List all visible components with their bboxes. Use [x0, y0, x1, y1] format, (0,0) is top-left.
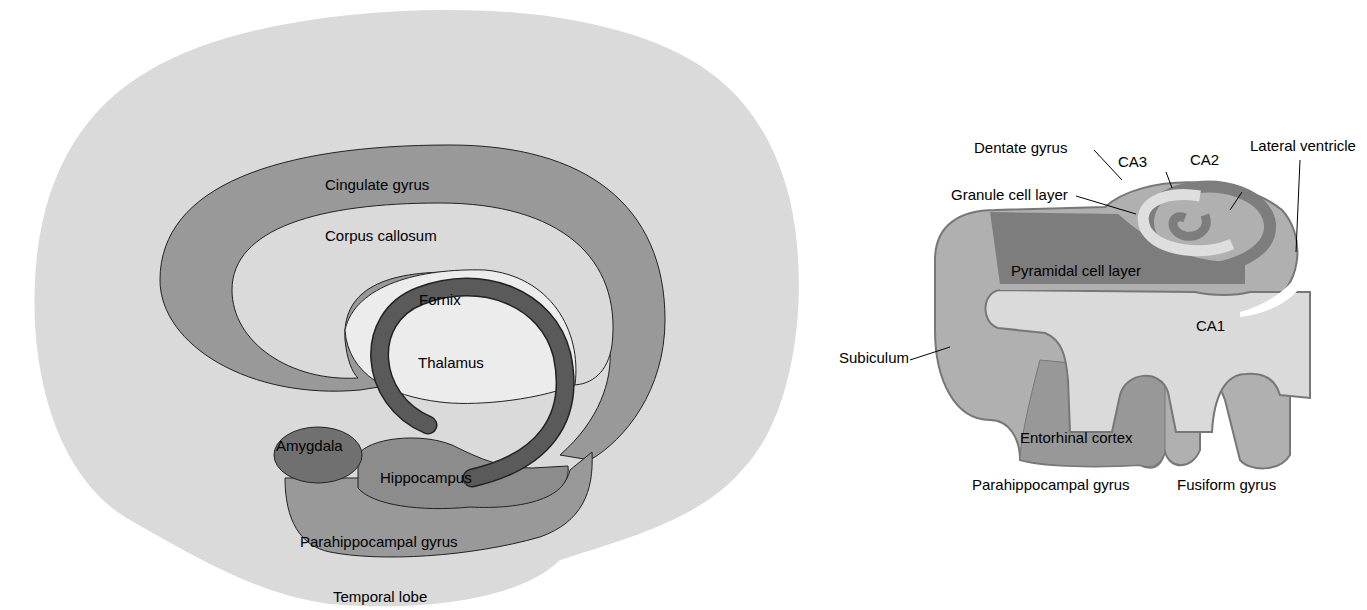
region-label: Lateral ventricle — [1250, 137, 1356, 155]
leader-line — [910, 347, 950, 360]
region-label: CA3 — [1118, 153, 1147, 171]
amygdala — [274, 427, 362, 483]
fornix-outline — [380, 287, 566, 478]
region-label: Hippocampus — [380, 469, 472, 487]
granule-cell-layer — [1143, 195, 1232, 251]
region-label: Parahippocampal gyrus — [300, 533, 458, 551]
field-boundary — [1166, 172, 1172, 188]
region-label: Pyramidal cell layer — [1011, 262, 1141, 280]
region-label: Cingulate gyrus — [325, 176, 429, 194]
fornix — [380, 287, 566, 478]
region-label: Subiculum — [839, 349, 909, 367]
leader-line — [1296, 160, 1300, 252]
leader-line — [1094, 150, 1122, 180]
region-label: Entorhinal cortex — [1020, 429, 1133, 447]
leader-lines — [910, 150, 1300, 360]
brain-outline — [34, 10, 798, 606]
region-label: Thalamus — [418, 354, 484, 372]
field-boundary — [1230, 192, 1242, 210]
region-label: Amygdala — [276, 437, 343, 455]
region-label: Temporal lobe — [333, 588, 427, 606]
region-label: CA1 — [1196, 317, 1225, 335]
region-label: Corpus callosum — [325, 227, 437, 245]
region-label: Dentate gyrus — [974, 139, 1067, 157]
ca3-band — [1173, 215, 1206, 236]
region-label: Granule cell layer — [951, 186, 1068, 204]
leader-line — [1076, 196, 1136, 214]
region-label: CA2 — [1190, 151, 1219, 169]
region-label: Parahippocampal gyrus — [972, 476, 1130, 494]
cortex-section — [935, 182, 1310, 468]
region-label: Fusiform gyrus — [1177, 476, 1276, 494]
region-label: Fornix — [419, 291, 461, 309]
